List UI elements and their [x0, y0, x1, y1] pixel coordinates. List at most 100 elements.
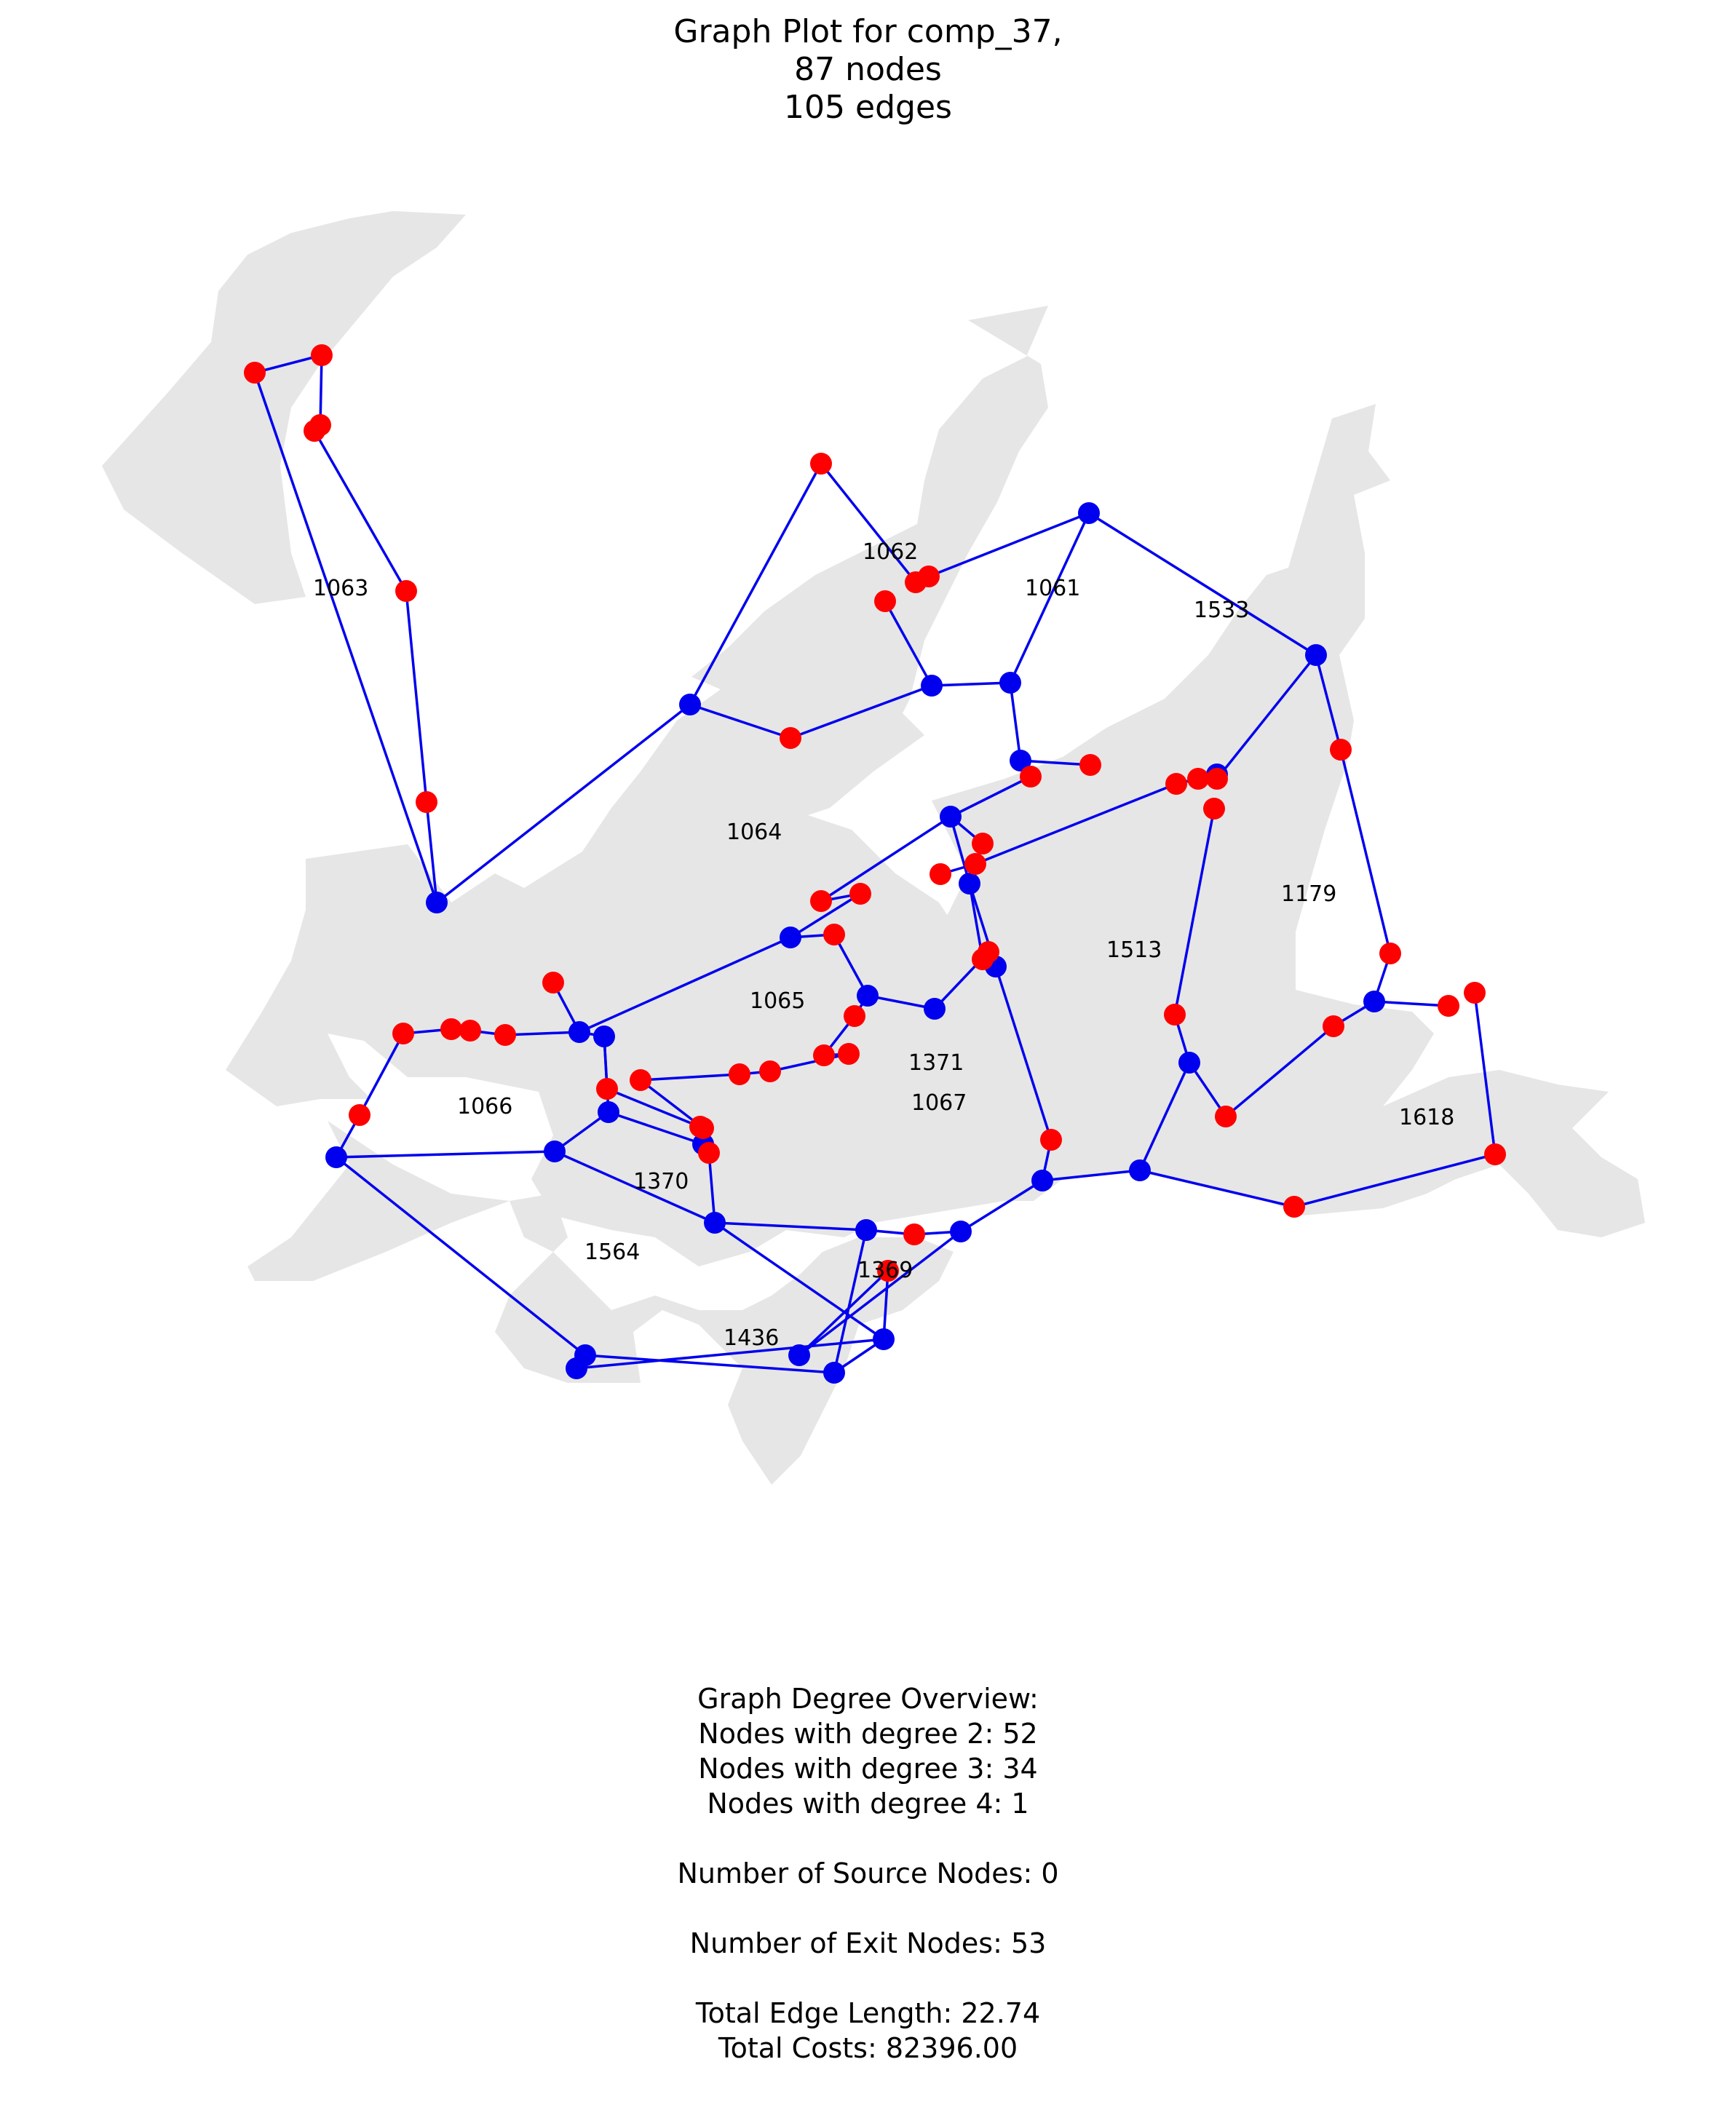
exit-node [349, 1104, 370, 1126]
exit-node [698, 1142, 720, 1164]
graph-edge [798, 1230, 962, 1357]
exit-node [849, 883, 871, 905]
graph-edge [689, 463, 823, 705]
internal-node [959, 873, 980, 895]
graph-edge [867, 994, 935, 1010]
graph-edge [708, 1152, 716, 1223]
stats-degree-3: Nodes with degree 3: 34 [698, 1753, 1038, 1785]
internal-node [593, 1026, 615, 1047]
region-label: 1063 [313, 576, 368, 601]
internal-node [823, 1362, 845, 1384]
graph-edge [584, 1354, 835, 1374]
title-line-1: Graph Plot for comp_37, [673, 13, 1063, 50]
region-label: 1179 [1281, 881, 1336, 907]
internal-node [780, 927, 801, 948]
graph-edge [1138, 1062, 1191, 1171]
exit-node [844, 1005, 865, 1027]
internal-node [566, 1357, 587, 1379]
exit-node [1203, 798, 1225, 820]
region-label: 1369 [857, 1258, 913, 1283]
graph-edge [798, 1269, 889, 1357]
internal-node [568, 1021, 590, 1043]
region-label: 1061 [1025, 576, 1080, 601]
graph-edge [336, 1150, 555, 1159]
exit-node [494, 1024, 516, 1046]
region-label: 1064 [726, 820, 782, 845]
region-label: 1371 [908, 1050, 964, 1076]
graph-edge [576, 1338, 884, 1370]
exit-node [810, 890, 832, 912]
exit-node [964, 853, 986, 875]
graph-edge [1173, 808, 1216, 1015]
exit-node [874, 590, 896, 612]
graph-nodes [244, 344, 1506, 1384]
graph-edge [425, 801, 438, 903]
stats-source-nodes: Number of Source Nodes: 0 [677, 1857, 1059, 1889]
region-label: 1066 [457, 1094, 512, 1119]
stats-exit-nodes: Number of Exit Nodes: 53 [689, 1927, 1047, 1959]
graph-edge [820, 815, 951, 903]
internal-node [999, 672, 1021, 694]
graph-edge [1216, 654, 1317, 780]
exit-node [918, 566, 940, 587]
internal-node [1078, 502, 1100, 524]
exit-node [813, 1044, 835, 1066]
graph-edge [714, 1221, 867, 1231]
internal-node [1178, 1052, 1200, 1074]
graph-edge [405, 590, 428, 803]
internal-node [325, 1146, 347, 1168]
graph-edge [358, 1033, 405, 1116]
exit-node [838, 1043, 860, 1065]
graph-edge [1009, 512, 1090, 683]
exit-node [440, 1018, 462, 1040]
graph-edge [435, 703, 691, 904]
stats-total-costs: Total Costs: 82396.00 [718, 2032, 1018, 2064]
internal-node [426, 892, 448, 913]
graph-edge [1139, 1169, 1295, 1208]
graph-edges [253, 354, 1497, 1374]
exit-node [311, 344, 333, 366]
internal-node [704, 1212, 726, 1234]
stats-degree-4: Nodes with degree 4: 1 [707, 1788, 1029, 1820]
exit-node [395, 580, 417, 602]
region-label: 1436 [724, 1325, 779, 1351]
graph-edge [790, 684, 932, 739]
internal-node [1363, 991, 1385, 1012]
exit-node [810, 453, 832, 475]
exit-node [1164, 1004, 1186, 1026]
exit-node [930, 863, 951, 885]
region-label: 1564 [584, 1239, 640, 1265]
graph-edge [994, 966, 1053, 1141]
region-label: 1513 [1106, 937, 1162, 963]
graph-edge [882, 1270, 889, 1340]
land-finland [691, 306, 1048, 764]
region-label: 1533 [1194, 598, 1249, 623]
exit-node [1187, 768, 1209, 790]
spacer [0, 1891, 1736, 1926]
graph-edge [504, 1031, 580, 1036]
graph-edge [1009, 682, 1022, 761]
land-central [226, 640, 1026, 1266]
graph-edge [640, 1073, 740, 1082]
title-line-2: 87 nodes [794, 51, 942, 88]
graph-edge [253, 372, 438, 903]
stats-edge-length: Total Edge Length: 22.74 [695, 1997, 1041, 2029]
land-east [932, 404, 1645, 1237]
exit-node [1165, 773, 1187, 795]
exit-node [459, 1020, 481, 1042]
internal-node [950, 1221, 972, 1242]
graph-edge [790, 892, 861, 939]
region-label: 1062 [863, 539, 918, 565]
region-labels: 1063 1062 1061 1533 1064 1179 1513 1065 … [313, 539, 1454, 1351]
stats-degree-2: Nodes with degree 2: 52 [698, 1718, 1038, 1750]
exit-node [542, 972, 564, 993]
graph-edge [1042, 1169, 1141, 1182]
internal-node [1305, 644, 1327, 666]
graph-edge [833, 934, 869, 996]
graph-edge [553, 1111, 610, 1153]
exit-node [244, 362, 266, 384]
internal-node [873, 1328, 895, 1350]
exit-node [392, 1023, 414, 1044]
graph-edge [554, 1150, 716, 1224]
degree-overview: Graph Degree Overview: Nodes with degree… [0, 1681, 1736, 2066]
